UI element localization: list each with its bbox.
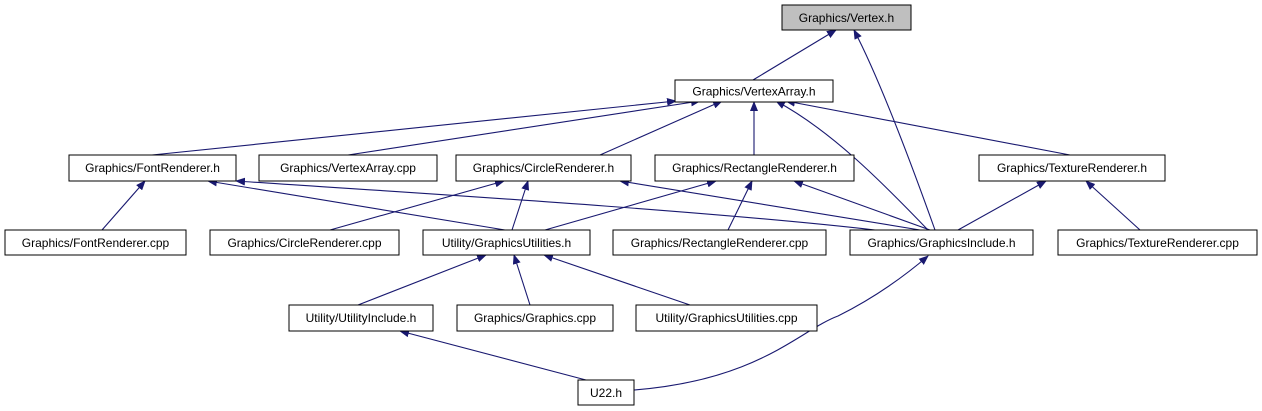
node-label: Graphics/RectangleRenderer.cpp — [631, 236, 809, 250]
node-label: Graphics/GraphicsInclude.h — [867, 236, 1015, 250]
edge-fontrenderer-h-to-vertexarray-h — [151, 97, 677, 156]
edge-texturerenderer-cpp-to-texturerenderer-h — [1085, 180, 1141, 231]
node-vertexarray-cpp[interactable]: Graphics/VertexArray.cpp — [258, 154, 438, 182]
node-fontrenderer-cpp[interactable]: Graphics/FontRenderer.cpp — [4, 229, 187, 256]
edge-rectanglerenderer-cpp-to-rectanglerenderer-h — [727, 180, 753, 231]
node-utilityinclude-h[interactable]: Utility/UtilityInclude.h — [288, 304, 434, 332]
node-fontrenderer-h[interactable]: Graphics/FontRenderer.h — [68, 154, 237, 182]
edge-vertexarray-cpp-to-vertexarray-h — [347, 98, 701, 156]
node-vertex-h[interactable]: Graphics/Vertex.h — [781, 4, 912, 31]
node-label: Graphics/FontRenderer.cpp — [22, 236, 170, 250]
edge-graphicsinclude-h-to-fontrenderer-h — [235, 177, 876, 231]
edge-fontrenderer-cpp-to-fontrenderer-h — [101, 180, 146, 231]
node-rectanglerenderer-cpp[interactable]: Graphics/RectangleRenderer.cpp — [612, 229, 827, 256]
node-texturerenderer-h[interactable]: Graphics/TextureRenderer.h — [978, 154, 1166, 182]
node-label: Graphics/TextureRenderer.cpp — [1076, 236, 1239, 250]
edge-graphicsinclude-h-to-vertex-h — [853, 29, 936, 231]
node-circlerenderer-h[interactable]: Graphics/CircleRenderer.h — [455, 154, 632, 182]
edge-utilityinclude-h-to-graphicsutilities-h — [357, 254, 487, 306]
edge-graphicsinclude-h-to-circlerenderer-h — [619, 178, 921, 231]
edge-vertexarray-h-to-vertex-h — [752, 29, 837, 81]
edge-graphicsutilities-cpp-to-graphicsutilities-h — [543, 254, 691, 306]
node-vertexarray-h[interactable]: Graphics/VertexArray.h — [674, 79, 834, 103]
edge-circlerenderer-h-to-vertexarray-h — [599, 100, 723, 156]
edge-graphicsutilities-h-to-circlerenderer-h — [511, 180, 530, 231]
node-label: Utility/UtilityInclude.h — [306, 311, 417, 325]
node-label: Graphics/TextureRenderer.h — [997, 161, 1147, 175]
node-rectanglerenderer-h[interactable]: Graphics/RectangleRenderer.h — [654, 154, 855, 182]
edge-graphicsinclude-h-to-texturerenderer-h — [957, 180, 1047, 231]
edge-u22-h-to-utilityinclude-h — [399, 329, 587, 381]
node-label: Graphics/RectangleRenderer.h — [672, 161, 837, 175]
node-graphicsutilities-cpp[interactable]: Utility/GraphicsUtilities.cpp — [635, 304, 818, 332]
node-label: Graphics/CircleRenderer.h — [473, 161, 614, 175]
file-nodes: Graphics/Vertex.h Graphics/VertexArray.h… — [4, 4, 1258, 406]
edge-graphics-cpp-to-graphicsutilities-h — [512, 254, 531, 306]
node-graphicsutilities-h[interactable]: Utility/GraphicsUtilities.h — [422, 229, 591, 256]
edge-texturerenderer-h-to-vertexarray-h — [785, 98, 1071, 156]
dependency-edges — [101, 29, 1141, 391]
node-label: Graphics/Vertex.h — [799, 11, 894, 25]
node-label: Graphics/VertexArray.cpp — [280, 161, 416, 175]
edge-graphicsutilities-h-to-fontrenderer-h — [207, 178, 506, 231]
node-texturerenderer-cpp[interactable]: Graphics/TextureRenderer.cpp — [1057, 229, 1258, 256]
node-label: Utility/GraphicsUtilities.cpp — [655, 311, 797, 325]
node-label: Graphics/FontRenderer.h — [85, 161, 220, 175]
node-circlerenderer-cpp[interactable]: Graphics/CircleRenderer.cpp — [209, 229, 400, 256]
edge-circlerenderer-cpp-to-circlerenderer-h — [329, 179, 505, 231]
node-graphics-cpp[interactable]: Graphics/Graphics.cpp — [456, 304, 614, 332]
node-label: Graphics/Graphics.cpp — [474, 311, 596, 325]
node-u22-h[interactable]: U22.h — [577, 379, 635, 406]
node-label: Graphics/VertexArray.h — [692, 85, 815, 99]
edge-graphicsutilities-h-to-rectanglerenderer-h — [544, 179, 717, 231]
node-graphicsinclude-h[interactable]: Graphics/GraphicsInclude.h — [849, 229, 1034, 256]
edge-u22-h-to-graphicsinclude-h — [633, 255, 929, 391]
node-label: U22.h — [590, 386, 622, 400]
edge-graphicsinclude-h-to-rectanglerenderer-h — [793, 180, 931, 231]
node-label: Utility/GraphicsUtilities.h — [442, 236, 571, 250]
node-label: Graphics/CircleRenderer.cpp — [227, 236, 381, 250]
